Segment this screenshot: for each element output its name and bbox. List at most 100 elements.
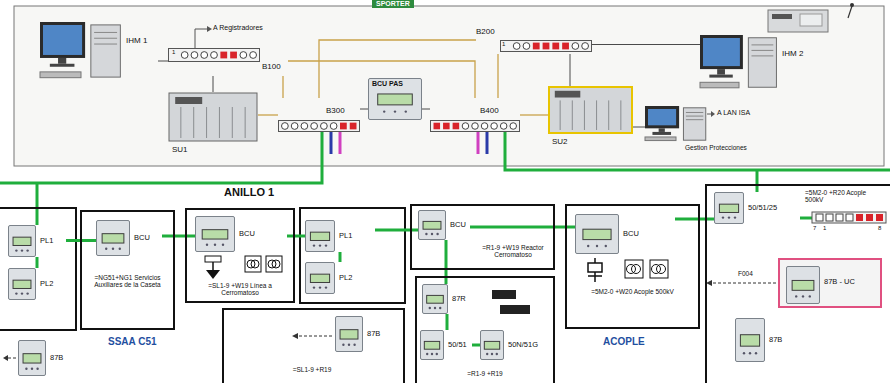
relay-icon: [786, 266, 820, 304]
relay-button: [319, 286, 321, 288]
relay-device: 50/51: [420, 330, 472, 360]
gps-clock: [772, 14, 792, 19]
relay-node: BCU PAS: [368, 78, 422, 120]
pc-tower: [91, 25, 121, 77]
relay-button: [587, 245, 589, 247]
relay-screen: [484, 341, 499, 349]
bay-designation: =R1-9 +R19: [445, 370, 525, 377]
switch-port: [301, 123, 308, 130]
relay-button: [15, 292, 17, 294]
bay-box: BCU=NG51+NG1 Servicios Auxiliares de la …: [80, 210, 175, 330]
sw-icon: [278, 120, 360, 132]
device-label: B400: [480, 106, 499, 115]
relay-button: [429, 307, 431, 309]
server-module: [206, 107, 207, 138]
bay-designation: =SL1-9 +W19 Línea a Cerromatoso: [189, 282, 291, 297]
pc-node: IHM 1: [40, 20, 158, 82]
device-label: IHM 2: [782, 49, 803, 58]
drive-slot: [686, 119, 703, 120]
relay-part: [423, 285, 448, 314]
relay-screen: [719, 204, 738, 212]
gps-clock: [800, 14, 822, 26]
unit-box: 87B - UC: [778, 258, 882, 308]
relay-screen: [13, 237, 31, 245]
server-module: [180, 107, 181, 138]
relay-screen: [423, 221, 441, 229]
gps-clock: [768, 3, 854, 32]
server-module: [572, 100, 573, 130]
bay-switch: [866, 214, 873, 221]
relay-icon: [305, 220, 335, 252]
device-label: 87B: [367, 330, 380, 339]
switch-device: [492, 290, 530, 314]
switch-port: [523, 43, 530, 50]
relay-screen: [424, 341, 439, 349]
top-frame: [14, 6, 884, 166]
switch-port: [240, 52, 247, 59]
ct-symbol: [245, 256, 261, 272]
relay-button: [394, 110, 396, 112]
switch-port: [491, 123, 498, 130]
relay-icon: [714, 192, 744, 224]
device-label: BCU: [450, 221, 466, 230]
relay-button: [21, 249, 23, 251]
switch-port: [443, 123, 450, 130]
relay-device: 50N/51G: [480, 330, 550, 360]
relay-button: [325, 286, 327, 288]
relay-icon: [18, 340, 46, 376]
network-link: [162, 235, 195, 238]
switch-port: [282, 123, 289, 130]
pc-node: IHM 2: [700, 35, 810, 90]
relay-device: BCU: [575, 214, 675, 254]
device-label: IHM 1: [126, 36, 147, 45]
ct-symbol: [251, 260, 259, 268]
relay-button: [21, 292, 23, 294]
bay-designation: =5M2-0 +W20 Acople 500kV: [569, 288, 696, 295]
relay-button: [755, 352, 757, 354]
network-link: [470, 226, 575, 229]
network-link: [570, 54, 571, 86]
device-label: B100: [262, 62, 281, 71]
srv-icon: [168, 92, 258, 142]
drive-slot: [686, 112, 703, 113]
drive-slot: [94, 44, 117, 45]
relay-screen: [740, 335, 759, 346]
relay-part: [97, 221, 130, 256]
relay-button: [439, 307, 441, 309]
ring-cable: [330, 132, 333, 154]
monitor: [700, 35, 743, 69]
monitor-stand: [709, 75, 732, 78]
server-body: [549, 87, 632, 133]
relay-icon: [735, 318, 765, 362]
relay-button: [206, 244, 208, 246]
relay-button: [605, 245, 607, 247]
server-module: [620, 100, 621, 130]
relay-device: 87B: [18, 340, 74, 376]
relay-part: [306, 263, 335, 294]
dashed-arrow: [3, 355, 8, 361]
device-label: 50N/51G: [508, 341, 538, 350]
device-label: 50/51: [448, 341, 467, 350]
relay-button: [434, 307, 436, 309]
server-panel: [175, 97, 202, 104]
relay-screen: [23, 354, 41, 363]
bay-box: BCU=R1-9 +W19 Reactor Cerromatoso: [410, 204, 555, 270]
bay-switch: [816, 214, 823, 221]
dashed-arrow: [712, 283, 776, 284]
relay-button: [112, 248, 114, 250]
gps-clock: [848, 6, 852, 18]
network-link: [282, 76, 283, 98]
bay-switch: [826, 214, 833, 221]
switch-port: [462, 123, 469, 130]
network-link: [287, 235, 305, 238]
relay-part: [369, 79, 422, 120]
relay-icon: [8, 268, 36, 300]
server-panel: [555, 91, 581, 98]
bay-box: 87R50/5150N/51G=R1-9 +R19: [415, 276, 555, 383]
switch-body: [431, 121, 520, 132]
relay-screen: [202, 230, 228, 239]
ring-cable: [477, 132, 480, 154]
network-link: [36, 257, 39, 268]
relay-device: 50/51/25: [714, 192, 800, 224]
note-label: 1: [823, 225, 826, 232]
